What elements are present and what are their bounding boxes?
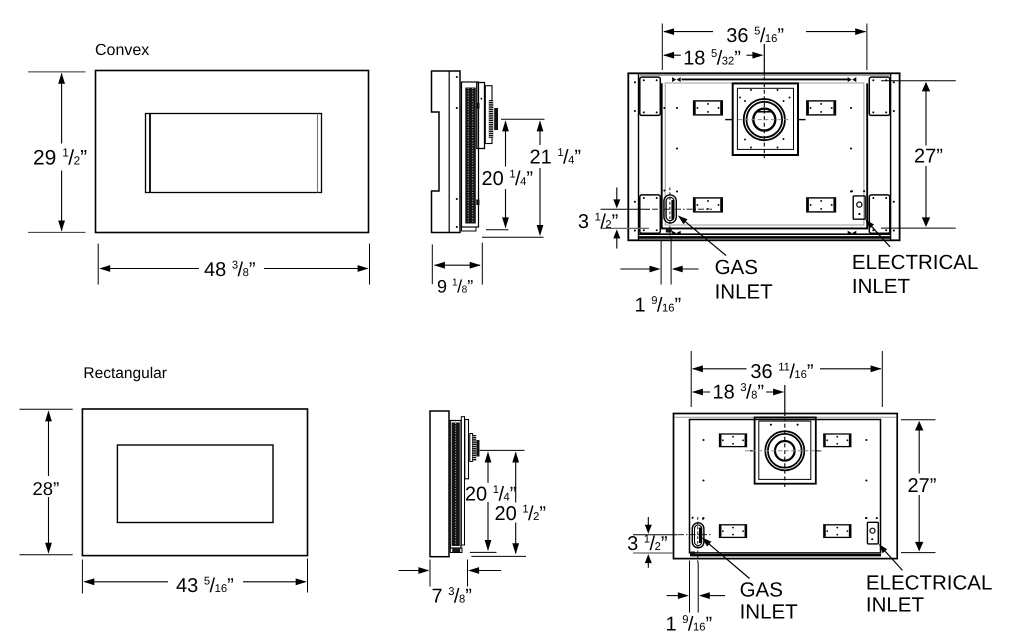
svg-text:27”: 27” (914, 145, 943, 167)
svg-text:20 1/2”: 20 1/2” (495, 503, 547, 525)
svg-text:ELECTRICAL: ELECTRICAL (852, 251, 978, 274)
svg-text:GAS: GAS (715, 256, 758, 279)
svg-text:GAS: GAS (740, 578, 783, 601)
svg-text:Convex: Convex (95, 42, 149, 59)
svg-text:27”: 27” (908, 475, 937, 497)
svg-text:1 9/16”: 1 9/16” (666, 614, 713, 636)
svg-text:20 1/4”: 20 1/4” (465, 483, 517, 505)
svg-text:INLET: INLET (715, 281, 774, 304)
svg-text:20 1/4”: 20 1/4” (482, 168, 534, 190)
svg-text:1 9/16”: 1 9/16” (635, 294, 682, 316)
svg-text:29 1/2”: 29 1/2” (33, 145, 87, 169)
svg-text:48 3/8”: 48 3/8” (204, 259, 256, 281)
svg-text:21 1/4”: 21 1/4” (530, 147, 582, 169)
svg-text:INLET: INLET (852, 275, 911, 298)
svg-text:INLET: INLET (866, 593, 925, 616)
svg-text:ELECTRICAL: ELECTRICAL (866, 571, 992, 594)
svg-text:Rectangular: Rectangular (83, 365, 167, 382)
svg-text:28”: 28” (33, 478, 60, 499)
svg-text:18 3/8”: 18 3/8” (713, 381, 765, 403)
svg-text:INLET: INLET (740, 600, 799, 623)
